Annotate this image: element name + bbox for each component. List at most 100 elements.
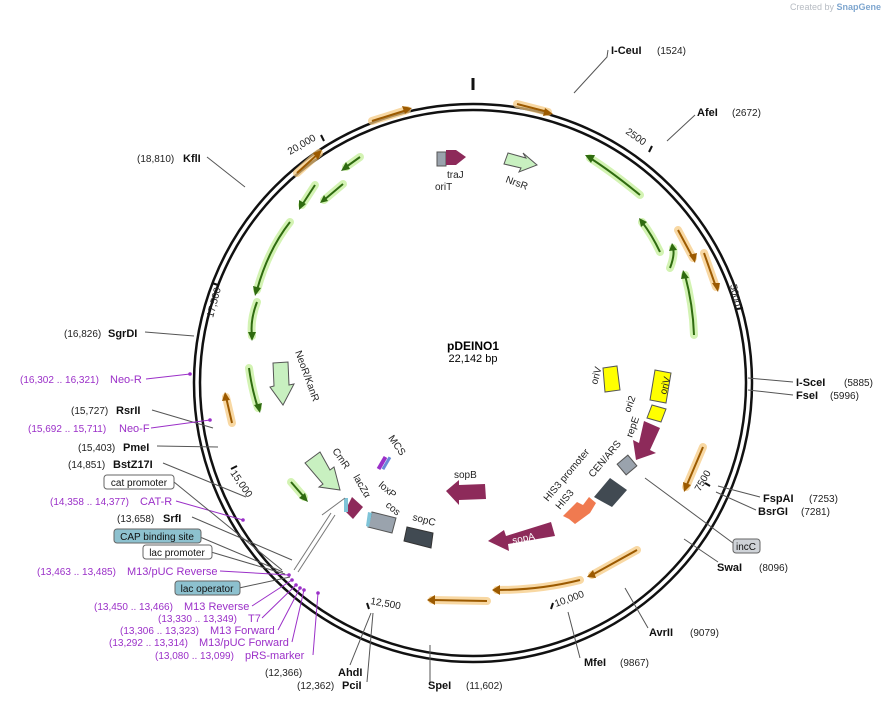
tick-label: 2500	[623, 126, 648, 148]
site-name: BsrGI	[758, 506, 788, 518]
site-pos: (5996)	[830, 391, 859, 402]
site-name: FspAI	[763, 493, 794, 505]
primer-name: M13 Forward	[210, 625, 275, 637]
site-pos: (12,362)	[297, 681, 334, 692]
backbone-inner	[198, 108, 748, 658]
credit-prefix: Created by	[789, 2, 834, 12]
feature-label: sopA	[511, 531, 536, 547]
feature-label: sopB	[454, 470, 477, 481]
box-text: lac promoter	[149, 548, 205, 559]
tick-12500: 12,500	[366, 596, 402, 612]
site-pos: (15,727)	[71, 406, 108, 417]
tick-10000: 10,000	[550, 589, 586, 610]
feature-oriv-1: oriV	[589, 365, 621, 393]
plasmid-name: pDEINO1	[447, 339, 499, 353]
site-pos: (7253)	[809, 494, 838, 505]
feature-oriv-2: oriV	[649, 369, 674, 404]
backbone-outer	[192, 102, 754, 664]
tick-label: 10,000	[553, 589, 586, 610]
site-pos: (18,810)	[137, 154, 174, 165]
lac-operator-box: lac operator	[174, 580, 241, 596]
site-name: I-CeuI	[611, 45, 642, 57]
feature-trai: traJ oriT	[435, 150, 466, 193]
feature-label: lacZα	[350, 473, 372, 500]
tick-2500: 2500	[623, 126, 653, 153]
cap-binding-site-box: CAP binding site	[113, 528, 202, 544]
primer-range: (16,302 .. 16,321)	[20, 375, 99, 386]
feature-loxp: loxP	[376, 480, 398, 501]
green-orfs	[245, 153, 698, 502]
primer-range: (13,330 .. 13,349)	[158, 614, 237, 625]
site-pos: (15,403)	[78, 443, 115, 454]
primer-name: T7	[248, 613, 261, 625]
plasmid-size: 22,142 bp	[449, 353, 498, 365]
primer-range: (15,692 .. 15,711)	[28, 424, 106, 435]
feature-label: oriV	[589, 365, 604, 385]
feature-label: oriT	[435, 182, 452, 193]
site-name: SpeI	[428, 680, 451, 692]
site-pos: (16,826)	[64, 329, 101, 340]
primer-markers	[188, 372, 320, 595]
primer-range: (14,358 .. 14,377)	[50, 497, 129, 508]
site-pos: (11,602)	[466, 681, 503, 692]
primer-name: Neo-F	[119, 423, 150, 435]
primer-range: (13,080 .. 13,099)	[155, 651, 234, 662]
primer-range: (13,306 .. 13,323)	[120, 626, 199, 637]
site-pos: (8096)	[759, 563, 788, 574]
feature-label: repE	[624, 415, 642, 439]
box-labels: cat promoter CAP binding site lac promot…	[103, 474, 761, 596]
lac-promoter-box: lac promoter	[142, 544, 213, 560]
primer-name: M13 Reverse	[184, 601, 249, 613]
feature-neor: NeoR/KanR	[269, 349, 321, 406]
primer-range: (13,450 .. 13,466)	[94, 602, 173, 613]
tick-label: 5000	[727, 283, 742, 307]
feature-sopa: sopA	[488, 522, 555, 551]
site-name: PmeI	[123, 442, 149, 454]
feature-sopb: sopB	[446, 470, 486, 505]
primers: (16,302 .. 16,321) Neo-R (15,692 .. 15,7…	[20, 374, 305, 662]
restriction-sites: I-CeuI (1524) AfeI (2672) I-SceI (5885) …	[64, 45, 873, 692]
feature-cmr: CmR	[293, 446, 352, 573]
site-name: SgrDI	[108, 328, 137, 340]
site-name: FseI	[796, 390, 818, 402]
feature-label: ori2	[622, 394, 638, 414]
tick-label: 17,500	[205, 286, 224, 319]
site-pos: (2672)	[732, 108, 761, 119]
site-pos: (9079)	[690, 628, 719, 639]
site-name: MfeI	[584, 657, 606, 669]
site-pos: (9867)	[620, 658, 649, 669]
site-pos: (12,366)	[265, 668, 302, 679]
primer-name: Neo-R	[110, 374, 142, 386]
feature-label: MCS	[386, 433, 408, 458]
primer-range: (13,292 .. 13,314)	[109, 638, 188, 649]
site-leader-lines	[144, 49, 794, 683]
site-name: AfeI	[697, 107, 718, 119]
feature-label: CEN/ARS	[587, 439, 624, 480]
box-text: cat promoter	[111, 478, 168, 489]
primer-name: M13/pUC Reverse	[127, 566, 217, 578]
site-name: SrfI	[163, 513, 181, 525]
site-name: KflI	[183, 153, 201, 165]
site-name: AvrII	[649, 627, 673, 639]
site-name: BstZ17I	[113, 459, 153, 471]
tick-17500: 17,500	[205, 282, 224, 319]
primer-name: M13/pUC Forward	[199, 637, 289, 649]
tick-label: 12,500	[369, 596, 401, 612]
feature-sopc: sopC	[403, 512, 437, 549]
tick-5000: 5000	[727, 283, 744, 310]
feature-cos: cos	[366, 500, 402, 534]
snapgene-logo: SnapGene	[836, 2, 881, 12]
feature-mcs: MCS	[376, 433, 408, 471]
incc-box: incC	[732, 538, 761, 554]
snapgene-credit: Created by SnapGene	[790, 2, 881, 12]
feature-label: loxP	[376, 480, 398, 501]
feature-nrsr: NrsR	[503, 152, 538, 193]
box-text: lac operator	[181, 584, 234, 595]
feature-label: oriV	[658, 375, 673, 395]
site-pos: (14,851)	[68, 460, 105, 471]
feature-label: traJ	[447, 170, 464, 181]
feature-repe: repE	[624, 415, 660, 460]
site-pos: (5885)	[844, 378, 873, 389]
primer-name: CAT-R	[140, 496, 172, 508]
